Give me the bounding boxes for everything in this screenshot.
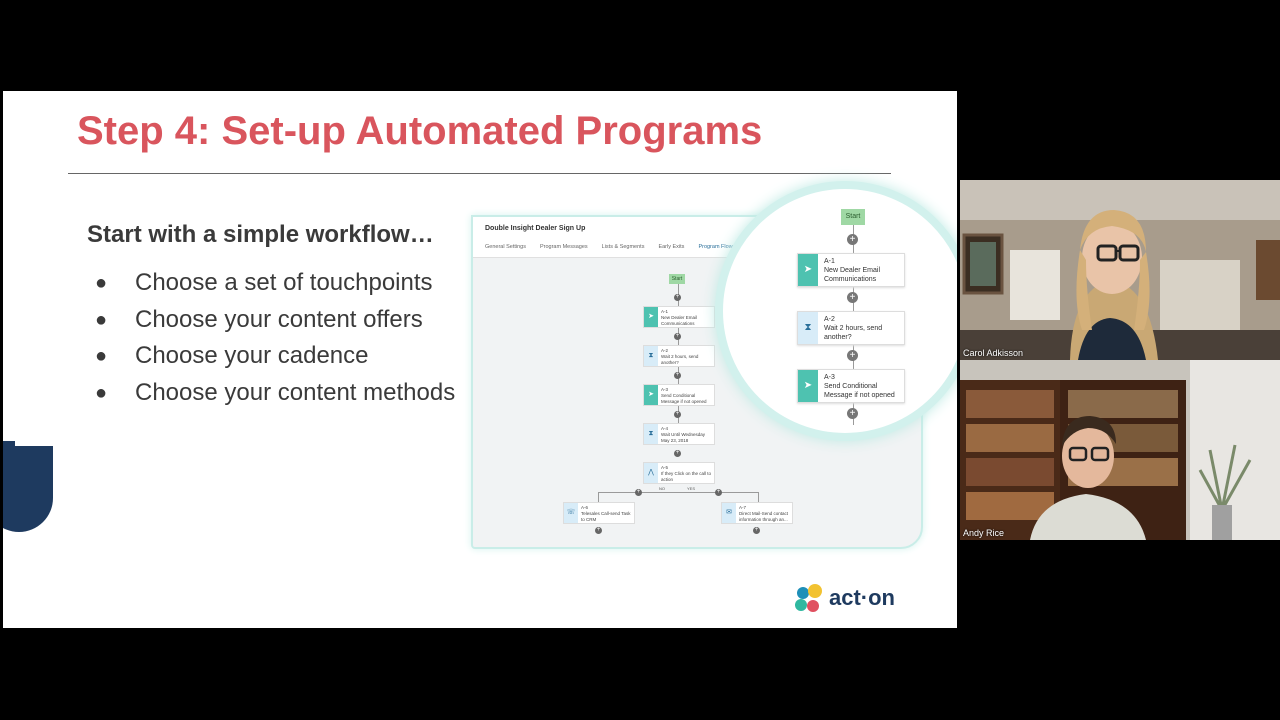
- step-line: Wait 2 hours, send: [824, 325, 883, 332]
- workflow-start-node: Start: [669, 274, 685, 284]
- participant-name: Carol Adkisson: [963, 348, 1024, 358]
- step-id: A-5: [661, 465, 669, 470]
- tab-lists-segments: Lists & Segments: [601, 244, 645, 250]
- step-id: A-2: [661, 348, 669, 353]
- video-feed-image: [960, 180, 1280, 360]
- step-line: Communications: [824, 276, 877, 283]
- step-id: A-7: [739, 505, 747, 510]
- hourglass-icon: ⧗: [644, 424, 658, 444]
- branch-yes-label: YES: [687, 486, 696, 491]
- tab-early-exits: Early Exits: [658, 244, 685, 250]
- branch-connector: [598, 492, 599, 502]
- video-tile-carol[interactable]: Carol Adkisson: [960, 180, 1280, 360]
- add-step-icon: +: [635, 489, 642, 496]
- step-id: A-1: [824, 258, 835, 265]
- workflow-title: Double Insight Dealer Sign Up: [485, 225, 586, 232]
- bullet-marker: ●: [95, 345, 108, 367]
- send-icon: ➤: [644, 385, 658, 405]
- step-id: A-4: [661, 426, 669, 431]
- step-id: A-3: [824, 374, 835, 381]
- add-step-icon: +: [674, 411, 681, 418]
- slide-subhead: Start with a simple workflow…: [87, 221, 434, 248]
- step-text: Wait 2 hours, send another?: [661, 354, 699, 365]
- bullet-text: Choose your cadence: [135, 342, 369, 369]
- video-feed-image: [960, 360, 1280, 540]
- branch-connector: [758, 492, 759, 502]
- tab-general-settings: General Settings: [485, 244, 526, 250]
- add-step-icon: +: [674, 372, 681, 379]
- bullet-marker: ●: [95, 381, 108, 404]
- bullet-text: Choose your content offers: [135, 305, 423, 333]
- video-tile-andy[interactable]: Andy Rice: [960, 360, 1280, 540]
- step-text: If they Click on the call to action: [661, 471, 712, 482]
- mail-icon: ✉: [722, 503, 736, 523]
- slide-title: Step 4: Set-up Automated Programs: [77, 109, 763, 153]
- step-text: Telesales Call-send Task to CRM: [581, 511, 631, 522]
- workflow-tabs: General Settings Program Messages Lists …: [485, 244, 733, 250]
- hourglass-icon: ⧗: [798, 312, 818, 344]
- step-text: Wait Until Wednesday May 23, 2018: [661, 432, 706, 443]
- tab-program-messages: Program Messages: [539, 244, 588, 250]
- step-line: another?: [824, 334, 852, 341]
- add-step-icon: +: [847, 408, 858, 419]
- add-step-icon: +: [674, 450, 681, 457]
- bullet-text: Choose your content methods: [135, 378, 456, 406]
- add-step-icon: +: [674, 294, 681, 301]
- send-icon: ➤: [644, 307, 658, 327]
- phone-icon: ☏: [564, 503, 578, 523]
- add-step-icon: +: [847, 292, 858, 303]
- decorative-shape: [3, 446, 53, 532]
- step-id: A-3: [661, 387, 669, 392]
- title-divider: [68, 173, 891, 174]
- tab-program-flow: Program Flow: [698, 244, 733, 250]
- bullet-marker: ●: [95, 272, 108, 294]
- branch-connector: [598, 492, 758, 493]
- zoom-start-node: Start: [841, 209, 865, 225]
- bullet-text: Choose a set of touchpoints: [135, 269, 433, 296]
- add-step-icon: +: [595, 527, 602, 534]
- add-step-icon: +: [674, 333, 681, 340]
- step-line: Message if not opened: [824, 392, 895, 399]
- bullet-list: ● Choose a set of touchpoints ● Choose you…: [95, 265, 475, 411]
- bullet-item: ● Choose your cadence: [95, 338, 475, 375]
- step-text: Send Conditional Message if not opened: [661, 393, 707, 404]
- add-step-icon: +: [715, 489, 722, 496]
- add-step-icon: +: [753, 527, 760, 534]
- add-step-icon: +: [847, 234, 858, 245]
- send-icon: ➤: [798, 254, 818, 286]
- logo-wordmark: act·on: [829, 585, 895, 610]
- hourglass-icon: ⧗: [644, 346, 658, 366]
- bullet-item: ● Choose a set of touchpoints: [95, 265, 475, 302]
- act-on-logo-icon: [795, 584, 822, 612]
- step-line: Send Conditional: [824, 383, 878, 390]
- participant-name: Andy Rice: [963, 528, 1005, 538]
- step-id: A-2: [824, 316, 835, 323]
- bullet-marker: ●: [95, 308, 108, 331]
- add-step-icon: +: [847, 350, 858, 361]
- step-id: A-1: [661, 309, 669, 314]
- step-id: A-6: [581, 505, 589, 510]
- branch-icon: ⋀: [644, 463, 658, 483]
- branch-no-label: NO: [659, 486, 665, 491]
- step-text: Direct Mail-Send contact information thr…: [739, 511, 789, 522]
- send-icon: ➤: [798, 370, 818, 402]
- bullet-item: ● Choose your content offers: [95, 302, 475, 339]
- presentation-slide: Step 4: Set-up Automated Programs Start …: [3, 91, 957, 628]
- bullet-item: ● Choose your content methods: [95, 375, 475, 412]
- step-line: New Dealer Email: [824, 267, 881, 274]
- step-text: New Dealer Email Communications: [661, 315, 698, 326]
